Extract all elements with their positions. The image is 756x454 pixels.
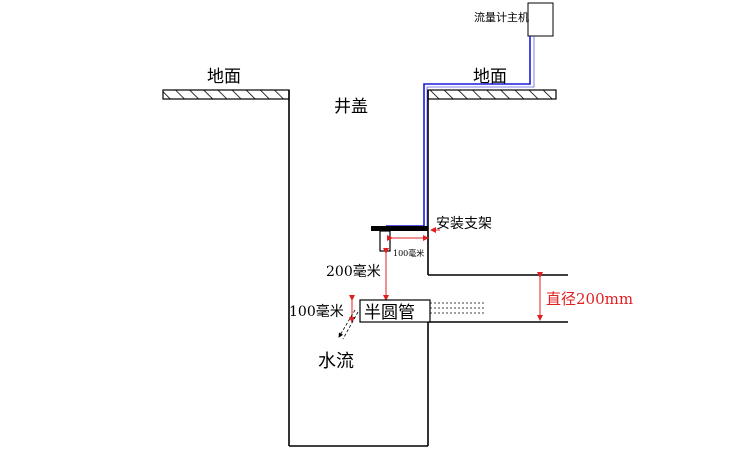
half-pipe bbox=[359, 299, 431, 323]
flowmeter-host-label: 流量计主机 bbox=[474, 10, 529, 24]
half-pipe-label: 半圆管 bbox=[364, 303, 415, 323]
ground-left bbox=[162, 89, 290, 100]
outlet-pipe bbox=[428, 274, 568, 323]
pipe-diameter-label: 直径200mm bbox=[546, 290, 633, 308]
ground-left-label: 地面 bbox=[207, 67, 241, 87]
sensor-gap-label: 200毫米 bbox=[326, 263, 381, 280]
signal-cable bbox=[386, 36, 531, 227]
well-cover-label: 井盖 bbox=[334, 97, 368, 117]
water-flow-arrows bbox=[338, 309, 359, 340]
ground-right bbox=[427, 89, 557, 100]
sensor bbox=[379, 230, 391, 252]
water-flow-label: 水流 bbox=[318, 351, 354, 372]
bracket-offset-label: 100毫米 bbox=[393, 248, 424, 258]
mount-bracket-label: 安装支架 bbox=[436, 216, 492, 232]
half-pipe-extension bbox=[430, 302, 486, 314]
mount-bracket bbox=[371, 226, 428, 231]
signal-cable-inner bbox=[388, 36, 535, 230]
manhole-well bbox=[288, 90, 429, 447]
flowmeter-host-box bbox=[527, 2, 554, 37]
ground-right-label: 地面 bbox=[473, 67, 507, 87]
bottom-offset-label: 100毫米 bbox=[289, 303, 344, 320]
